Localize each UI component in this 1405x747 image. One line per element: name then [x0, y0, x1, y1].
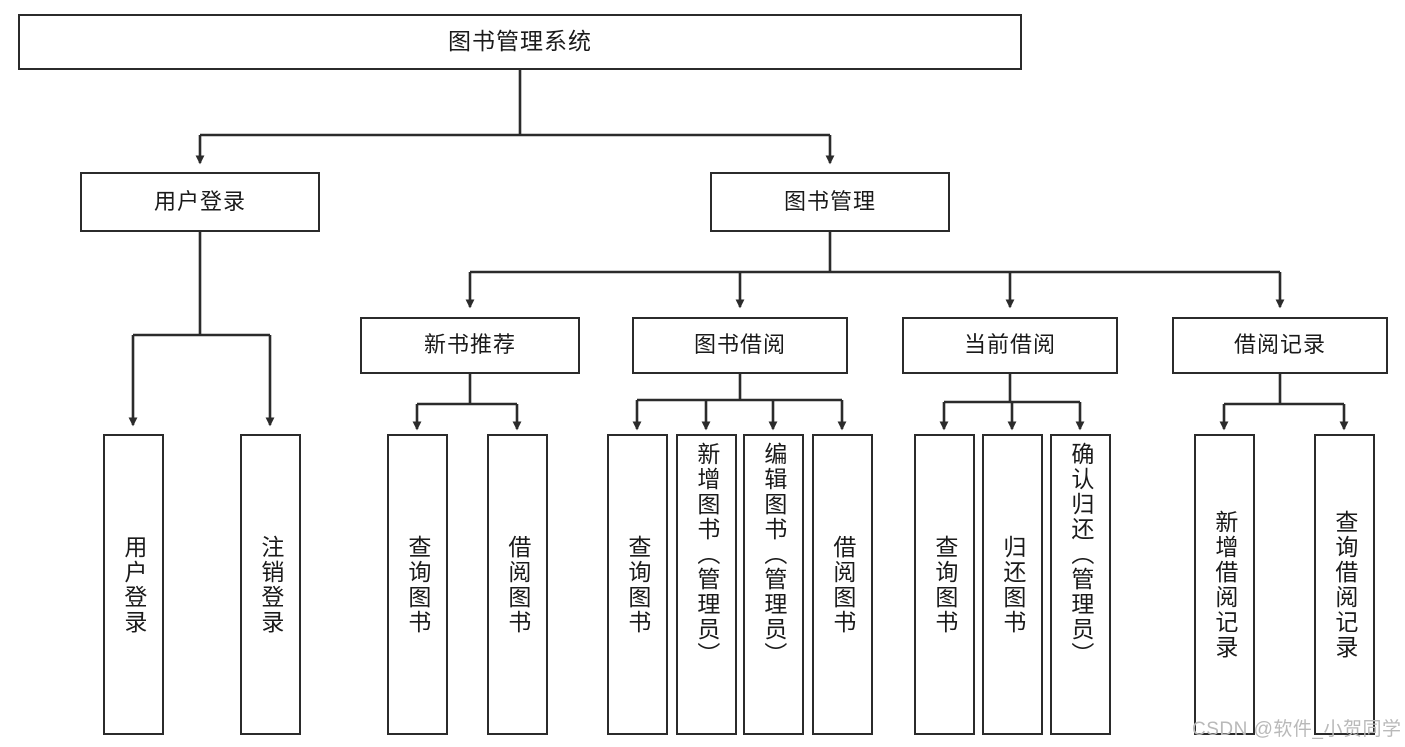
node-book-management[interactable]: 图书管理: [710, 172, 950, 232]
node-label: 借阅图书: [829, 534, 856, 635]
node-user-login[interactable]: 用户登录: [80, 172, 320, 232]
node-label: 借阅记录: [1233, 332, 1326, 358]
node-label: 归还图书: [999, 534, 1026, 635]
node-label: 查询图书: [624, 534, 651, 635]
leaf-edit-book-admin[interactable]: 编辑图书（管理员）: [743, 434, 804, 735]
watermark-csdn: CSDN @软件_小贺同学: [1192, 719, 1402, 740]
leaf-query-borrow-record[interactable]: 查询借阅记录: [1314, 434, 1375, 735]
node-label: 注销登录: [257, 534, 284, 635]
node-current-borrow[interactable]: 当前借阅: [902, 317, 1118, 374]
leaf-query-book-recommend[interactable]: 查询图书: [387, 434, 448, 735]
node-label: 用户登录: [120, 534, 147, 635]
node-book-borrow[interactable]: 图书借阅: [632, 317, 848, 374]
node-label: 当前借阅: [963, 332, 1056, 358]
node-label: 新增借阅记录: [1211, 509, 1238, 660]
node-label: 借阅图书: [504, 534, 531, 635]
leaf-logout[interactable]: 注销登录: [240, 434, 301, 735]
node-label: 图书管理系统: [448, 28, 592, 55]
node-label: 查询图书: [404, 534, 431, 635]
leaf-borrow-book[interactable]: 借阅图书: [812, 434, 873, 735]
node-root-system[interactable]: 图书管理系统: [18, 14, 1022, 70]
node-label: 确认归还（管理员）: [1067, 442, 1094, 667]
node-label: 新增图书（管理员）: [693, 442, 720, 667]
leaf-query-book-current[interactable]: 查询图书: [914, 434, 975, 735]
node-label: 查询借阅记录: [1331, 509, 1358, 660]
node-new-book-recommend[interactable]: 新书推荐: [360, 317, 580, 374]
leaf-add-borrow-record[interactable]: 新增借阅记录: [1194, 434, 1255, 735]
node-label: 新书推荐: [423, 332, 516, 358]
node-label: 查询图书: [931, 534, 958, 635]
leaf-confirm-return-admin[interactable]: 确认归还（管理员）: [1050, 434, 1111, 735]
leaf-add-book-admin[interactable]: 新增图书（管理员）: [676, 434, 737, 735]
node-label: 编辑图书（管理员）: [760, 442, 787, 667]
leaf-return-book[interactable]: 归还图书: [982, 434, 1043, 735]
node-label: 图书借阅: [693, 332, 786, 358]
leaf-user-login[interactable]: 用户登录: [103, 434, 164, 735]
node-borrow-records[interactable]: 借阅记录: [1172, 317, 1388, 374]
node-label: 图书管理: [783, 188, 876, 214]
leaf-borrow-book-recommend[interactable]: 借阅图书: [487, 434, 548, 735]
leaf-query-book-borrow[interactable]: 查询图书: [607, 434, 668, 735]
node-label: 用户登录: [153, 188, 246, 214]
